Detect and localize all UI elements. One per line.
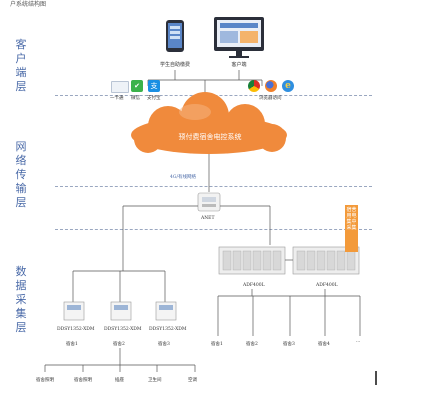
load-3: 插座 [115,378,124,383]
dorm-right-more: ... [356,339,361,344]
phone-icon [166,20,184,52]
meter-device-3 [155,301,177,321]
gateway-device [197,192,221,212]
dorm-right-4: 宿舍4 [318,342,330,347]
meter-device-2 [110,301,132,321]
browser-label: 浏览器访问 [259,96,282,101]
card-icon [111,81,129,93]
monitor-icon [214,17,264,58]
link-label: 4G/有线网络 [170,175,196,180]
alipay-icon: 支 [148,80,160,92]
side-badge: 宿舍用电集中采集 [345,205,358,252]
dorm-left-2: 宿舍2 [113,342,125,347]
dorm-right-1: 宿舍1 [211,342,223,347]
side-badge-text: 宿舍用电集中采集 [346,207,357,231]
firefox-icon [265,80,277,92]
cloud-text: 预付费宿舍电控系统 [178,133,242,141]
load-4: 卫生间 [148,378,162,383]
layer-client-text: 客户端层 [15,38,27,93]
dorm-right-2: 宿舍2 [246,342,258,347]
layer-label-client: 客户端层 [14,38,28,94]
pay-label-alipay: 支付宝 [147,96,161,101]
pay-label-card: 一卡通 [110,96,124,101]
adf-label-1: ADF400L [243,283,265,288]
dorm-right-3: 宿舍3 [283,342,295,347]
wechat-icon: ✔ [131,80,143,92]
layer-label-network: 网络传输层 [14,140,28,210]
meter-device-1 [63,301,85,321]
layer-network-text: 网络传输层 [15,140,27,209]
meter-model-3: DDSY1352-XDM [149,327,187,332]
pay-label-wechat: 微信 [131,96,140,101]
phone-label: 学生自助缴费 [159,62,190,68]
dorm-left-1: 宿舍1 [66,342,78,347]
cloud-shape [131,92,287,154]
meter-model-2: DDSY1352-XDM [104,327,142,332]
layer-data-text: 数据采集层 [15,265,27,334]
title-fragment: 户系统结构图 [10,1,47,8]
load-5: 空调 [188,378,197,383]
layer-label-data: 数据采集层 [14,265,28,335]
pc-label: 客户端 [231,62,247,68]
separator-network-top [55,186,372,187]
adf-label-2: ADF400L [316,283,338,288]
load-1: 宿舍照明 [36,378,54,383]
dorm-left-3: 宿舍3 [158,342,170,347]
load-2: 宿舍照明 [74,378,92,383]
separator-network-bottom [55,229,372,230]
adf-device-1 [218,246,286,275]
chrome-icon [248,80,260,92]
gateway-label: ANET [201,216,215,221]
ie-icon: e [282,80,294,92]
meter-model-1: DDSY1352-XDM [57,327,95,332]
